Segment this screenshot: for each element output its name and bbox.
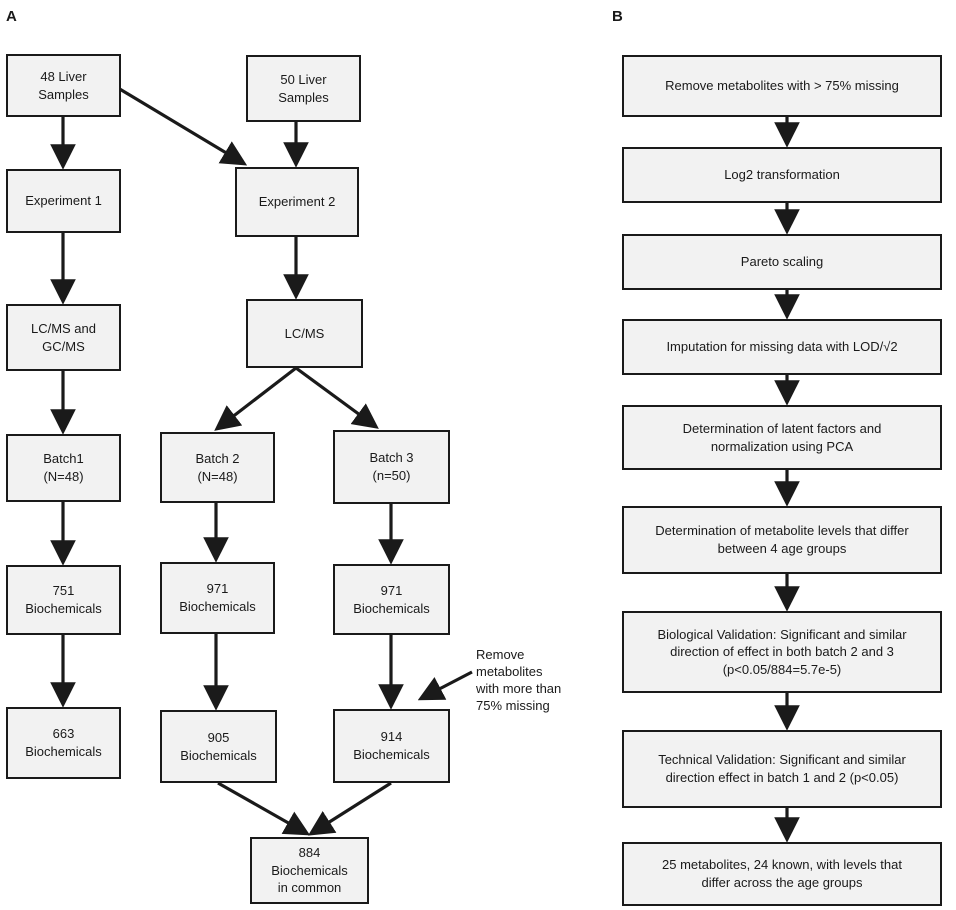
step-biological-validation: Biological Validation: Significant and s… <box>622 611 942 693</box>
arrow-annotation <box>417 670 473 701</box>
node-experiment-2: Experiment 2 <box>235 167 359 237</box>
panel-a-label: A <box>6 8 17 25</box>
arrow-914-to-884 <box>307 781 392 836</box>
arrow-lcms-to-batch2 <box>214 366 297 431</box>
node-914-biochemicals: 914 Biochemicals <box>333 709 450 783</box>
node-971-biochemicals-batch2: 971 Biochemicals <box>160 562 275 634</box>
step-log2-transformation: Log2 transformation <box>622 147 942 203</box>
node-lcms-gcms: LC/MS and GC/MS <box>6 304 121 371</box>
step-pareto-scaling: Pareto scaling <box>622 234 942 290</box>
node-663-biochemicals: 663 Biochemicals <box>6 707 121 779</box>
panel-b-label: B <box>612 8 623 25</box>
node-48-liver-samples: 48 Liver Samples <box>6 54 121 117</box>
annotation-remove-metabolites: Remove metabolites with more than 75% mi… <box>476 647 562 713</box>
step-metabolite-levels: Determination of metabolite levels that … <box>622 506 942 574</box>
arrow-48-to-exp2 <box>117 86 248 166</box>
arrow-905-to-884 <box>217 781 311 836</box>
node-batch-2: Batch 2 (N=48) <box>160 432 275 503</box>
step-remove-missing: Remove metabolites with > 75% missing <box>622 55 942 117</box>
arrow-lcms-to-batch3 <box>295 366 379 429</box>
step-technical-validation: Technical Validation: Significant and si… <box>622 730 942 808</box>
node-batch-3: Batch 3 (n=50) <box>333 430 450 504</box>
node-lcms: LC/MS <box>246 299 363 368</box>
node-905-biochemicals: 905 Biochemicals <box>160 710 277 783</box>
step-latent-factors: Determination of latent factors and norm… <box>622 405 942 470</box>
node-50-liver-samples: 50 Liver Samples <box>246 55 361 122</box>
node-884-biochemicals-in-common: 884 Biochemicals in common <box>250 837 369 904</box>
node-batch-1: Batch1 (N=48) <box>6 434 121 502</box>
node-971-biochemicals-batch3: 971 Biochemicals <box>333 564 450 635</box>
node-751-biochemicals: 751 Biochemicals <box>6 565 121 635</box>
step-result-25-metabolites: 25 metabolites, 24 known, with levels th… <box>622 842 942 906</box>
node-experiment-1: Experiment 1 <box>6 169 121 233</box>
step-imputation: Imputation for missing data with LOD/√2 <box>622 319 942 375</box>
